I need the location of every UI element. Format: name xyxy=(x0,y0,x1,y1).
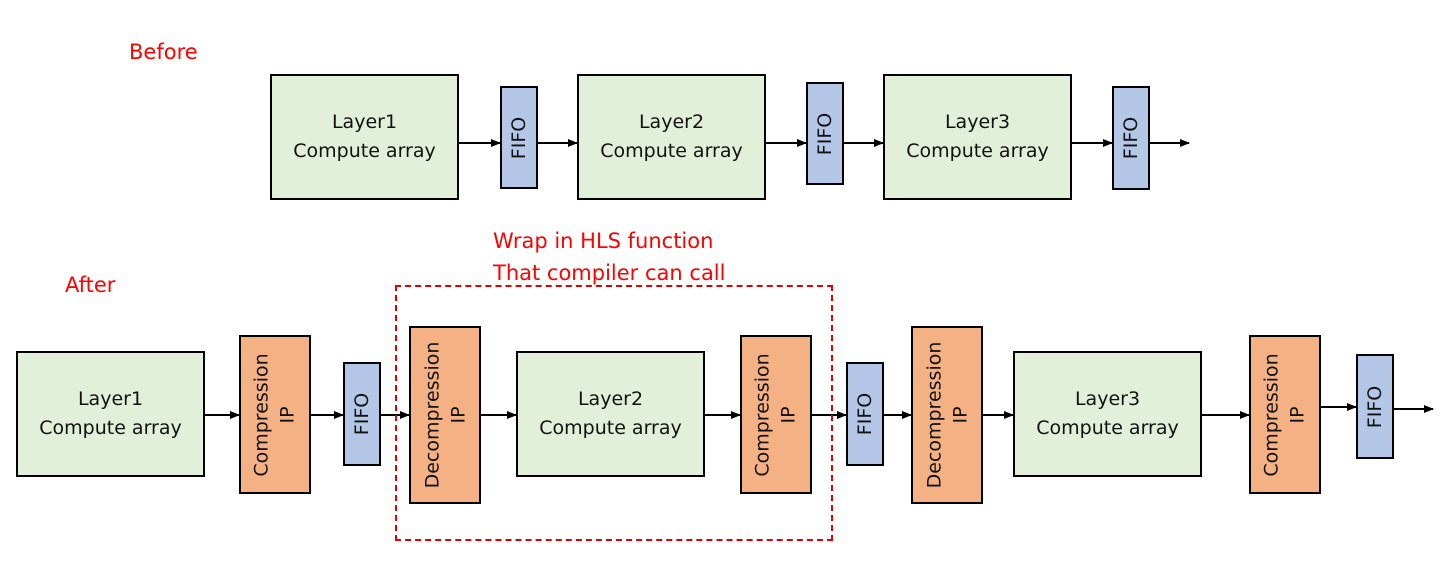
hls-note: Wrap in HLS function That compiler can c… xyxy=(493,225,725,289)
after-fifo-3: FIFO xyxy=(1356,354,1394,459)
after-label: After xyxy=(65,273,116,297)
hls-function-boundary xyxy=(395,285,833,541)
block-subtitle: Compute array xyxy=(39,417,182,439)
block-title: Layer2 xyxy=(638,111,705,133)
block-subtitle: Compute array xyxy=(600,140,743,162)
after-fifo-2: FIFO xyxy=(846,362,884,466)
fifo-label: FIFO xyxy=(1364,385,1387,428)
block-subtitle: Compute array xyxy=(906,140,1049,162)
fifo-label: FIFO xyxy=(1120,116,1143,160)
after-fifo-1: FIFO xyxy=(343,362,381,466)
ip-label-line2: IP xyxy=(1287,405,1310,424)
ip-label-line2: IP xyxy=(277,405,300,424)
fifo-label: FIFO xyxy=(351,392,374,436)
fifo-label: FIFO xyxy=(508,116,531,159)
block-subtitle: Compute array xyxy=(1036,417,1179,439)
ip-label-line2: IP xyxy=(447,406,470,424)
ip-label-line2: IP xyxy=(778,405,801,424)
ip-label-line1: Compression xyxy=(752,352,775,477)
before-fifo-2: FIFO xyxy=(806,82,844,185)
fifo-label: FIFO xyxy=(854,392,877,436)
before-fifo-3: FIFO xyxy=(1112,86,1150,190)
block-title: Layer1 xyxy=(77,388,144,410)
ip-label-line2: IP xyxy=(949,406,972,424)
ip-label-line1: Decompression xyxy=(421,341,444,489)
ip-label-line1: Decompression xyxy=(923,341,946,489)
block-subtitle: Compute array xyxy=(293,140,436,162)
ip-label-line1: Compression xyxy=(1261,352,1284,477)
before-label: Before xyxy=(129,40,198,64)
block-title: Layer1 xyxy=(331,111,398,133)
ip-label-line1: Compression xyxy=(251,352,274,477)
block-title: Layer3 xyxy=(944,111,1011,133)
block-title: Layer2 xyxy=(577,388,644,410)
before-fifo-1: FIFO xyxy=(500,86,538,189)
fifo-label: FIFO xyxy=(814,112,837,155)
block-subtitle: Compute array xyxy=(539,417,682,439)
block-title: Layer3 xyxy=(1074,388,1141,410)
hls-note-line2: That compiler can call xyxy=(493,261,726,285)
hls-note-line1: Wrap in HLS function xyxy=(493,229,714,253)
